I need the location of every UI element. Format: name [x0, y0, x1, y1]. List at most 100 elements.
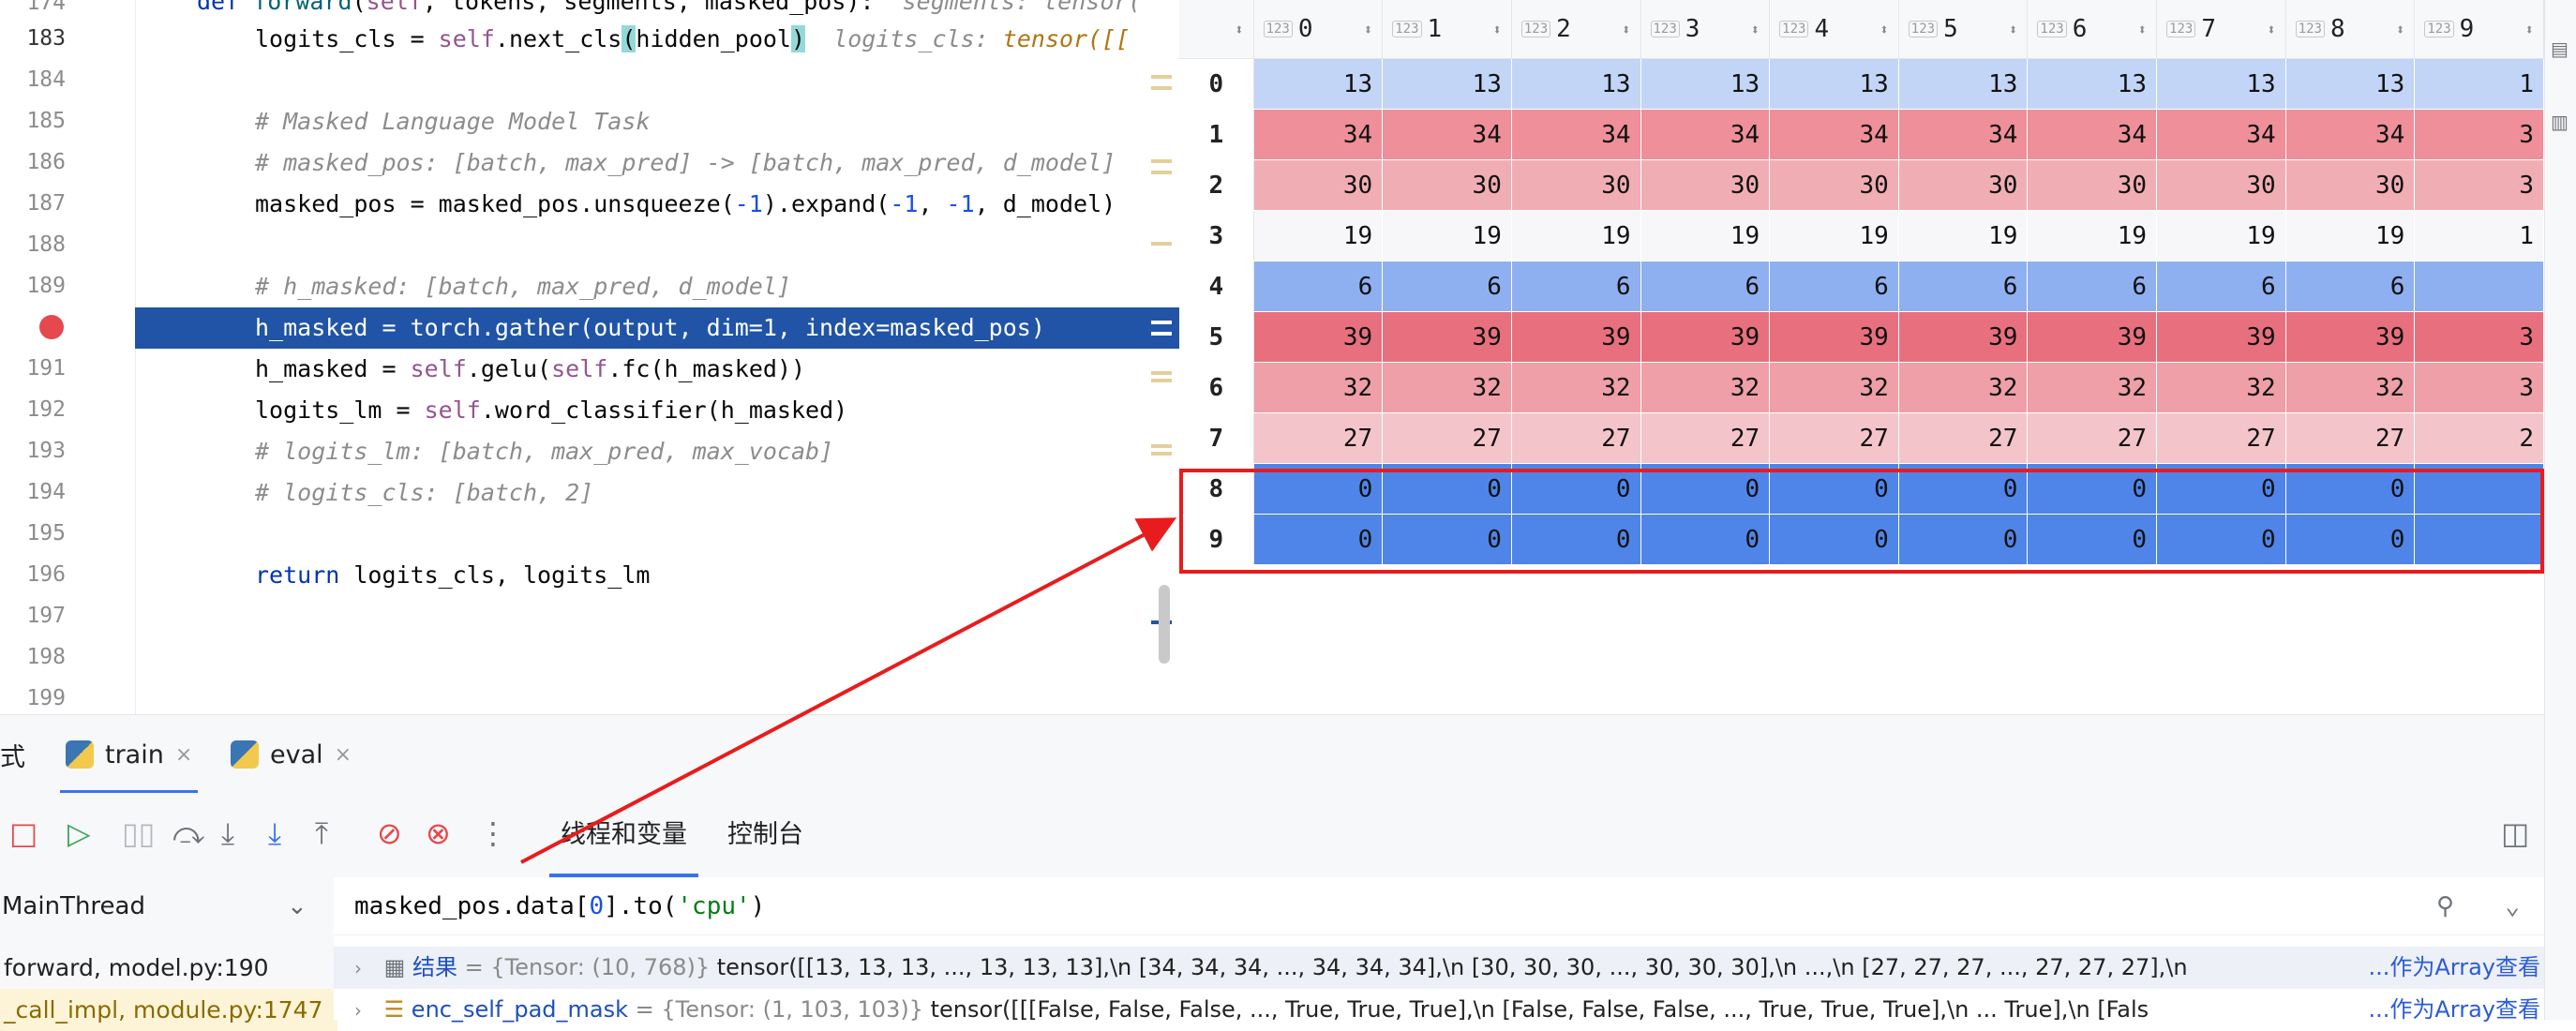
row-index[interactable]: 6	[1179, 362, 1254, 413]
array-cell[interactable]: 27	[1382, 412, 1512, 464]
corner-header[interactable]: ⬍	[1179, 0, 1254, 59]
variable-row-enc-self-pad-mask[interactable]: › ☰ enc_self_pad_mask = {Tensor: (1, 103…	[334, 989, 2544, 1031]
array-cell[interactable]: 32	[1640, 362, 1771, 413]
array-cell[interactable]: 6	[2027, 261, 2158, 312]
array-cell[interactable]: 27	[1253, 412, 1384, 464]
array-cell[interactable]: 13	[1253, 58, 1384, 110]
array-cell[interactable]: 13	[2156, 58, 2286, 110]
array-cell[interactable]: 19	[1898, 210, 2029, 261]
array-cell[interactable]: 19	[1640, 210, 1771, 261]
array-cell[interactable]: 19	[2027, 210, 2158, 261]
session-tab-eval[interactable]: eval ×	[231, 715, 352, 794]
array-cell[interactable]: 1	[2414, 210, 2544, 261]
array-cell[interactable]: 39	[2285, 311, 2416, 363]
array-cell[interactable]: 30	[1898, 159, 2029, 211]
array-cell[interactable]: 0	[1511, 514, 1641, 565]
stack-frame[interactable]: forward, model.py:190	[4, 954, 269, 981]
array-cell[interactable]: 0	[1382, 514, 1512, 565]
sort-icon[interactable]: ⬍	[1621, 20, 1631, 38]
row-index[interactable]: 9	[1179, 514, 1254, 565]
array-cell[interactable]: 32	[2285, 362, 2416, 413]
array-cell[interactable]: 3	[2414, 311, 2544, 363]
array-cell[interactable]	[2414, 261, 2544, 312]
sort-icon[interactable]: ⬍	[1880, 20, 1889, 38]
sort-icon[interactable]: ⬍	[2008, 20, 2018, 38]
array-cell[interactable]: 27	[2285, 412, 2416, 464]
array-cell[interactable]: 13	[2285, 58, 2416, 110]
sort-icon[interactable]: ⬍	[1492, 20, 1502, 38]
editor-scrollbar[interactable]	[1159, 585, 1170, 664]
array-cell[interactable]: 27	[1640, 412, 1771, 464]
more-icon[interactable]: ⋮	[478, 815, 508, 851]
session-tab-train[interactable]: train ×	[60, 715, 199, 794]
view-as-array-link[interactable]: ...作为Array查看	[2368, 947, 2540, 989]
chevron-down-icon[interactable]: ⌄	[2505, 892, 2520, 920]
step-out-icon[interactable]: ⤒	[315, 815, 329, 851]
array-cell[interactable]: 3	[2414, 159, 2544, 211]
array-cell[interactable]: 34	[1511, 109, 1641, 160]
array-cell[interactable]: 3	[2414, 362, 2544, 413]
stack-frame[interactable]: _call_impl, module.py:1747	[0, 989, 337, 1031]
array-cell[interactable]: 30	[1769, 159, 1899, 211]
step-into-icon[interactable]: ⤓	[221, 815, 235, 851]
array-cell[interactable]	[2414, 514, 2544, 565]
step-over-icon[interactable]: ⤼	[172, 815, 205, 851]
array-cell[interactable]: 32	[1382, 362, 1512, 413]
array-cell[interactable]: 0	[2156, 514, 2286, 565]
array-cell[interactable]: 0	[1898, 514, 2029, 565]
array-cell[interactable]: 13	[1511, 58, 1641, 110]
array-cell[interactable]: 32	[1253, 362, 1384, 413]
array-cell[interactable]: 27	[1511, 412, 1641, 464]
array-cell[interactable]: 34	[1382, 109, 1512, 160]
array-cell[interactable]: 32	[1898, 362, 2029, 413]
sort-icon[interactable]: ⬍	[1234, 20, 1244, 38]
close-icon[interactable]: ×	[174, 742, 193, 767]
code-editor[interactable]: 174 183 184 185 186 187 188 189 191 192 …	[0, 0, 1179, 714]
array-cell[interactable]: 34	[2027, 109, 2158, 160]
database-icon[interactable]: ▤	[2551, 37, 2569, 60]
array-cell[interactable]: 27	[2027, 412, 2158, 464]
array-cell[interactable]: 13	[1898, 58, 2029, 110]
mute-breakpoints-icon[interactable]: ⊗	[426, 815, 451, 851]
array-cell[interactable]: 39	[1769, 311, 1899, 363]
array-cell[interactable]: 19	[1769, 210, 1899, 261]
array-cell[interactable]: 30	[2156, 159, 2286, 211]
array-cell[interactable]: 27	[1898, 412, 2029, 464]
array-cell[interactable]: 34	[1640, 109, 1771, 160]
array-cell[interactable]: 13	[1640, 58, 1771, 110]
row-index[interactable]: 7	[1179, 412, 1254, 464]
array-cell[interactable]: 0	[2027, 514, 2158, 565]
array-cell[interactable]: 0	[2285, 514, 2416, 565]
array-cell[interactable]: 6	[2285, 261, 2416, 312]
array-cell[interactable]: 0	[1640, 514, 1771, 565]
evaluate-expression-input[interactable]: masked_pos.data[0].to('cpu') ⚲ ⌄	[334, 877, 2544, 935]
array-cell[interactable]: 39	[1511, 311, 1641, 363]
row-index[interactable]: 1	[1179, 109, 1254, 160]
row-index[interactable]: 2	[1179, 159, 1254, 211]
array-cell[interactable]: 32	[2027, 362, 2158, 413]
array-cell[interactable]: 39	[2156, 311, 2286, 363]
sort-icon[interactable]: ⬍	[1750, 20, 1760, 38]
array-cell[interactable]: 19	[1382, 210, 1512, 261]
close-icon[interactable]: ×	[334, 742, 352, 767]
layout-icon[interactable]: ◫	[2501, 815, 2530, 851]
resume-icon[interactable]: ▷	[67, 815, 91, 851]
sort-icon[interactable]: ⬍	[1363, 20, 1373, 38]
array-cell[interactable]: 39	[1898, 311, 2029, 363]
array-cell[interactable]: 0	[1769, 514, 1899, 565]
array-cell[interactable]: 13	[2027, 58, 2158, 110]
array-cell[interactable]: 30	[2285, 159, 2416, 211]
array-cell[interactable]: 39	[1382, 311, 1512, 363]
array-cell[interactable]: 6	[2156, 261, 2286, 312]
array-cell[interactable]: 30	[1382, 159, 1512, 211]
sort-icon[interactable]: ⬍	[2267, 20, 2276, 38]
array-cell[interactable]: 19	[2285, 210, 2416, 261]
